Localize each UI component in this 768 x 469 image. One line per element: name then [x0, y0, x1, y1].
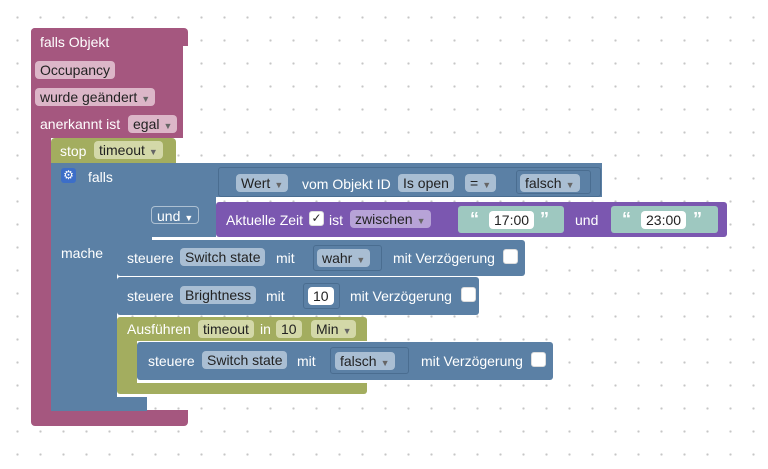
timeout-name-field[interactable]: timeout [198, 320, 254, 338]
control3-with: mit [297, 353, 316, 369]
do-label: mache [61, 245, 104, 261]
object-id-label: vom Objekt ID [302, 176, 391, 192]
event-trigger-dropdown[interactable]: wurde geändert▼ [35, 88, 156, 106]
control1-target[interactable]: Switch state [180, 248, 266, 266]
chevron-down-icon: ▼ [380, 358, 390, 368]
quote-open-icon: “ [470, 209, 479, 229]
event-block-bottom [31, 410, 188, 426]
control1-delay-label: mit Verzögerung [393, 250, 495, 266]
time-from-field[interactable]: 17:00 [489, 211, 535, 229]
control-brightness-block[interactable] [117, 277, 479, 315]
chevron-down-icon: ▼ [148, 147, 158, 157]
timeout-block-bottom [117, 383, 367, 394]
time-and-label: und [575, 212, 599, 228]
quote-close-icon: ” [540, 209, 549, 229]
control1-label: steuere [127, 250, 174, 266]
timeout-in-label: in [260, 321, 271, 337]
control2-with: mit [266, 288, 285, 304]
right-value-dropdown[interactable]: falsch▼ [520, 174, 580, 192]
stop-label: stop [60, 143, 87, 159]
control3-delay-label: mit Verzögerung [421, 353, 523, 369]
quote-open-icon: “ [622, 209, 631, 229]
chevron-down-icon: ▼ [565, 180, 575, 190]
control3-target[interactable]: Switch state [202, 351, 288, 369]
chevron-down-icon: ▼ [184, 213, 194, 223]
control3-label: steuere [148, 353, 195, 369]
stop-timeout-dropdown[interactable]: timeout▼ [94, 141, 163, 159]
quote-close-icon: ” [693, 209, 702, 229]
control2-label: steuere [127, 288, 174, 304]
time-checkbox[interactable]: ✓ [309, 211, 324, 226]
event-block-left-rail [31, 130, 51, 412]
chevron-down-icon: ▼ [274, 180, 284, 190]
chevron-down-icon: ▼ [416, 216, 426, 226]
time-to-field[interactable]: 23:00 [641, 211, 687, 229]
control1-with: mit [276, 250, 295, 266]
chevron-down-icon: ▼ [163, 121, 173, 131]
object-id-field[interactable]: Is open [398, 174, 454, 192]
time-mode-dropdown[interactable]: zwischen▼ [350, 210, 431, 228]
event-object-field[interactable]: Occupancy [35, 61, 116, 79]
operator-dropdown[interactable]: =▼ [465, 174, 497, 192]
if-block-bottom [51, 397, 147, 411]
control1-delay-checkbox[interactable] [503, 249, 518, 264]
timeout-block-rail [117, 341, 137, 383]
control2-target[interactable]: Brightness [180, 286, 257, 304]
control2-delay-checkbox[interactable] [461, 287, 476, 302]
chevron-down-icon: ▼ [356, 255, 366, 265]
if-label: falls [88, 169, 113, 185]
value-dropdown[interactable]: Wert▼ [236, 174, 289, 192]
control1-value-dropdown[interactable]: wahr▼ [317, 249, 371, 267]
event-title: falls Objekt [40, 34, 110, 50]
timeout-amount-field[interactable]: 10 [276, 320, 302, 338]
event-ack-dropdown[interactable]: egal▼ [128, 115, 178, 133]
chevron-down-icon: ▼ [141, 94, 151, 104]
control2-delay-label: mit Verzögerung [350, 288, 452, 304]
timeout-label: Ausführen [127, 321, 191, 337]
chevron-down-icon: ▼ [482, 180, 492, 190]
control3-value-dropdown[interactable]: falsch▼ [335, 352, 395, 370]
chevron-down-icon: ▼ [342, 326, 352, 336]
if-block-left-rail [51, 237, 117, 397]
time-is-label: ist [329, 212, 343, 228]
event-ack-label: anerkannt ist [40, 116, 121, 132]
control3-delay-checkbox[interactable] [531, 352, 546, 367]
control2-value-field[interactable]: 10 [308, 287, 334, 305]
logic-op-dropdown[interactable]: und▼ [151, 206, 200, 224]
timeout-unit-dropdown[interactable]: Min▼ [311, 320, 357, 338]
gear-icon[interactable]: ⚙ [61, 168, 76, 183]
time-label: Aktuelle Zeit [226, 212, 304, 228]
